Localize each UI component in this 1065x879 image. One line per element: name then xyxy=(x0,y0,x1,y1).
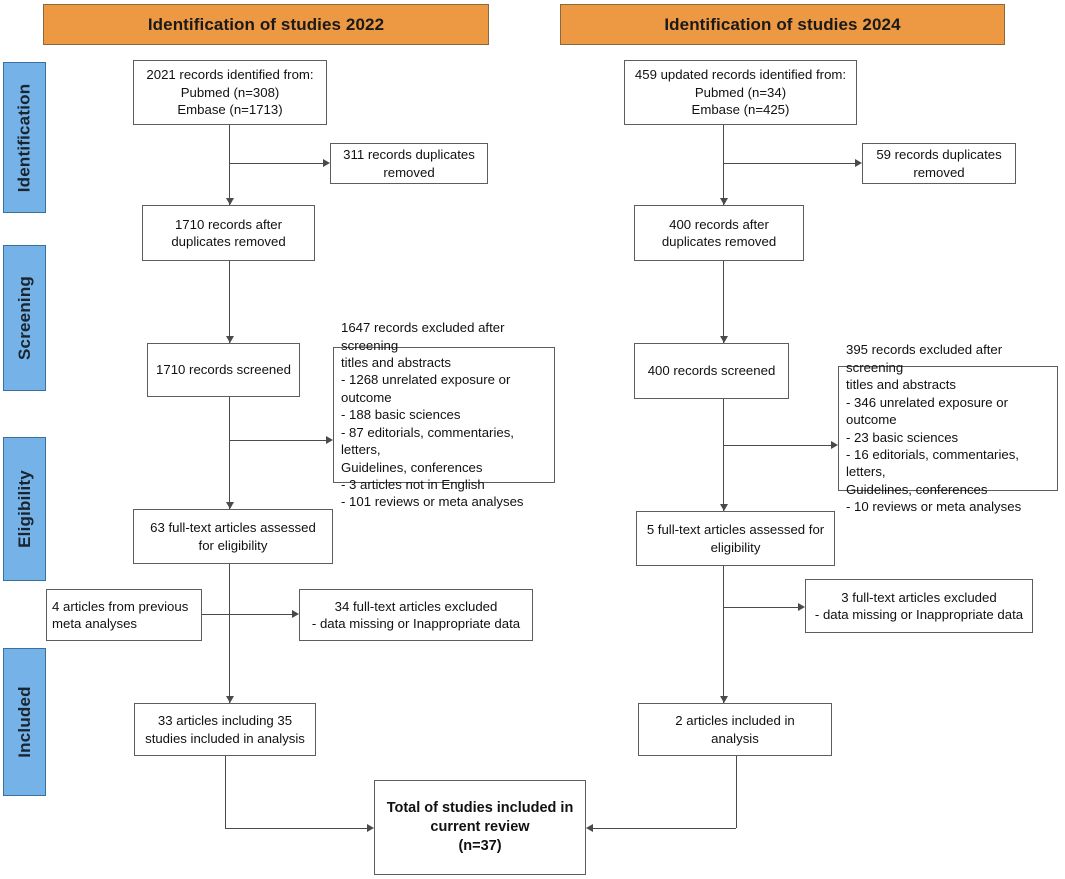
connector-2024-to-fulltext-excluded xyxy=(723,607,798,608)
arrowhead-2024-exclusions xyxy=(831,441,838,449)
arrowhead-2022-to-fulltext xyxy=(226,502,234,509)
node-2024-records-identified: 459 updated records identified from: Pub… xyxy=(624,60,857,125)
node-2024-records-screened: 400 records screened xyxy=(634,343,789,399)
arrowhead-2024-total xyxy=(586,824,593,832)
stage-label-screening-text: Screening xyxy=(14,276,34,360)
node-2024-fulltext-assessed: 5 full-text articles assessed for eligib… xyxy=(636,511,835,566)
arrowhead-2024-to-fulltext xyxy=(720,504,728,511)
arrowhead-2024-to-included xyxy=(720,696,728,703)
connector-2022-included-down xyxy=(225,756,226,828)
node-2022-after-duplicates: 1710 records after duplicates removed xyxy=(142,205,315,261)
node-2024-included-analysis: 2 articles included in analysis xyxy=(638,703,832,756)
connector-2022-to-duplicates xyxy=(229,163,323,164)
header-studies-2022: Identification of studies 2022 xyxy=(43,4,489,45)
connector-2022-screened-down xyxy=(229,397,230,509)
connector-2022-to-exclusions xyxy=(229,440,326,441)
arrowhead-2022-total xyxy=(367,824,374,832)
connector-2024-included-down xyxy=(736,756,737,828)
connector-2024-to-exclusions xyxy=(723,445,831,446)
arrowhead-2022-to-screened xyxy=(226,336,234,343)
arrowhead-2022-exclusions xyxy=(326,436,333,444)
arrowhead-2022-to-included xyxy=(226,696,234,703)
node-2024-fulltext-excluded: 3 full-text articles excluded - data mis… xyxy=(805,579,1033,633)
connector-2022-to-total xyxy=(225,828,367,829)
node-2022-fulltext-assessed: 63 full-text articles assessed for eligi… xyxy=(133,509,333,564)
connector-2022-fulltext-down xyxy=(229,564,230,703)
connector-2024-screened-down xyxy=(723,399,724,511)
connector-2024-identified-down xyxy=(723,125,724,205)
connector-2022-after-dup-to-screened xyxy=(229,261,230,343)
node-2024-excluded-screening: 395 records excluded after screening tit… xyxy=(838,342,1058,514)
node-2022-records-identified: 2021 records identified from: Pubmed (n=… xyxy=(133,60,327,125)
node-total-studies-included: Total of studies included in current rev… xyxy=(374,780,586,875)
node-2022-duplicates-removed: 311 records duplicates removed xyxy=(330,143,488,184)
arrowhead-2022-to-after-duplicates xyxy=(226,198,234,205)
stage-label-identification-text: Identification xyxy=(14,83,34,192)
connector-2022-to-fulltext-excluded xyxy=(229,614,292,615)
arrowhead-2022-duplicates xyxy=(323,159,330,167)
connector-2024-after-dup-to-screened xyxy=(723,261,724,343)
stage-label-screening: Screening xyxy=(3,245,46,391)
connector-2024-fulltext-down xyxy=(723,566,724,703)
connector-2022-identified-down xyxy=(229,125,230,205)
connector-2024-to-duplicates xyxy=(723,163,855,164)
arrowhead-2022-fulltext-excluded xyxy=(292,610,299,618)
node-2022-excluded-screening: 1647 records excluded after screening ti… xyxy=(333,320,555,509)
stage-label-included: Included xyxy=(3,648,46,796)
stage-label-included-text: Included xyxy=(14,686,34,758)
node-2022-records-screened: 1710 records screened xyxy=(147,343,300,397)
connector-2024-to-total xyxy=(593,828,736,829)
node-2024-after-duplicates: 400 records after duplicates removed xyxy=(634,205,804,261)
arrowhead-2024-duplicates xyxy=(855,159,862,167)
arrowhead-2024-fulltext-excluded xyxy=(798,603,805,611)
arrowhead-2024-to-screened xyxy=(720,336,728,343)
stage-label-eligibility-text: Eligibility xyxy=(14,470,34,548)
connector-2022-prev-meta-to-spine xyxy=(202,614,230,615)
arrowhead-2024-to-after-duplicates xyxy=(720,198,728,205)
stage-label-identification: Identification xyxy=(3,62,46,213)
node-2022-fulltext-excluded: 34 full-text articles excluded - data mi… xyxy=(299,589,533,641)
node-2024-duplicates-removed: 59 records duplicates removed xyxy=(862,143,1016,184)
stage-label-eligibility: Eligibility xyxy=(3,437,46,581)
node-2022-included-analysis: 33 articles including 35 studies include… xyxy=(134,703,316,756)
header-studies-2024: Identification of studies 2024 xyxy=(560,4,1005,45)
node-2022-previous-meta-analyses: 4 articles from previous meta analyses xyxy=(46,589,202,641)
